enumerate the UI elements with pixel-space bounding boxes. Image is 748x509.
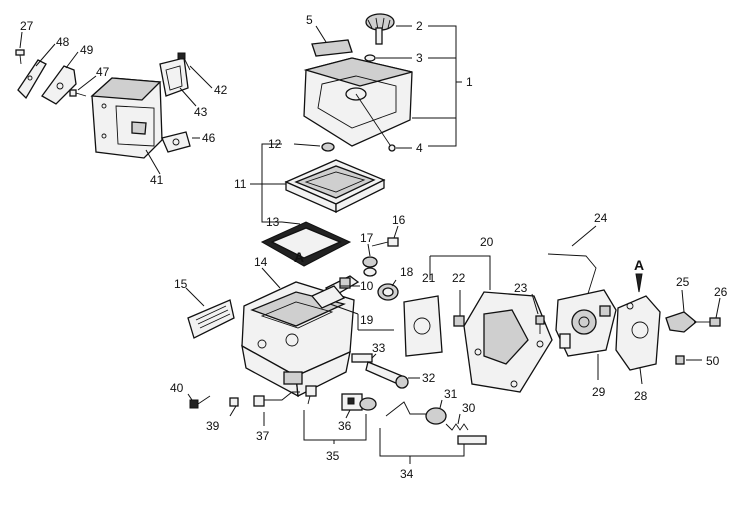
muffler-gasket-43 xyxy=(159,57,189,97)
gasket-28 xyxy=(615,295,661,385)
grommet-18 xyxy=(377,279,399,301)
wire-37 xyxy=(253,391,300,426)
callout-13: 13 xyxy=(266,215,280,229)
callout-21: 21 xyxy=(422,271,436,285)
fuel-line-24 xyxy=(547,225,597,301)
screw-26 xyxy=(694,297,721,327)
screw-22 xyxy=(453,290,465,327)
air-filter-cover xyxy=(303,57,413,149)
callout-32: 32 xyxy=(422,371,436,385)
callout-31: 31 xyxy=(444,387,458,401)
callout-18: 18 xyxy=(400,265,414,279)
gasket-21 xyxy=(403,295,443,357)
callout-34: 34 xyxy=(400,467,414,481)
screw-40 xyxy=(187,393,211,409)
callout-42: 42 xyxy=(214,83,228,97)
callout-36: 36 xyxy=(338,419,352,433)
pin-32 xyxy=(365,361,420,389)
callout-39: 39 xyxy=(206,419,220,433)
carburetor-box-assembly xyxy=(185,225,420,444)
callout-37: 37 xyxy=(256,429,270,443)
pin-33 xyxy=(351,353,377,363)
screw-16 xyxy=(371,225,399,247)
grommet-36 xyxy=(359,397,377,411)
reference-mark-a-right: A xyxy=(634,257,644,273)
callout-22: 22 xyxy=(452,271,466,285)
callout-29: 29 xyxy=(592,385,606,399)
callout-33: 33 xyxy=(372,341,386,355)
callout-1: 1 xyxy=(466,75,473,89)
nut-12 xyxy=(321,142,335,152)
spring-30 xyxy=(445,413,469,431)
carburetor-29 xyxy=(555,289,617,380)
plate-15 xyxy=(185,287,235,339)
screw-23 xyxy=(531,293,545,334)
callout-2: 2 xyxy=(416,19,423,33)
callout-16: 16 xyxy=(392,213,406,227)
callout-5: 5 xyxy=(306,13,313,27)
callout-28: 28 xyxy=(634,389,648,403)
label-5 xyxy=(311,39,353,57)
callout-41: 41 xyxy=(150,173,164,187)
callout-47: 47 xyxy=(96,65,110,79)
gasket-13 xyxy=(260,221,352,267)
o-ring-3 xyxy=(364,54,376,62)
callout-40: 40 xyxy=(170,381,184,395)
choke-lever-25 xyxy=(665,289,698,333)
callout-23: 23 xyxy=(514,281,528,295)
muffler-gasket-49 xyxy=(41,65,77,105)
callout-30: 30 xyxy=(462,401,476,415)
pin-50 xyxy=(675,355,702,365)
carburetor-assembly xyxy=(547,225,721,385)
callout-26: 26 xyxy=(714,285,728,299)
callout-24: 24 xyxy=(594,211,608,225)
reference-arrow-right xyxy=(635,273,643,293)
screw-47 xyxy=(69,75,97,97)
callout-labels: 2 3 1 4 5 12 11 13 14 15 16 17 18 10 19 … xyxy=(20,13,728,481)
grommet-31 xyxy=(425,399,447,425)
callout-14: 14 xyxy=(254,255,268,269)
pin-34 xyxy=(457,435,487,445)
gasket-46 xyxy=(161,131,191,153)
callout-11: 11 xyxy=(234,177,247,191)
air-filter-cover-assembly xyxy=(303,13,462,152)
fuel-pickup-assembly xyxy=(379,399,487,464)
callout-49: 49 xyxy=(80,43,94,57)
reference-mark-a-left: A xyxy=(294,249,304,265)
air-filter-assembly xyxy=(250,142,386,267)
switch-35 xyxy=(303,385,367,444)
callout-19: 19 xyxy=(360,313,374,327)
callout-17: 17 xyxy=(360,231,374,245)
callout-20: 20 xyxy=(480,235,494,249)
grommet-17 xyxy=(362,243,378,277)
insulator-20 xyxy=(463,291,553,393)
knob-2 xyxy=(365,13,412,45)
pin-4 xyxy=(388,144,396,152)
intake-assembly xyxy=(403,255,553,393)
callout-15: 15 xyxy=(174,277,188,291)
callout-43: 43 xyxy=(194,105,208,119)
callout-25: 25 xyxy=(676,275,690,289)
callout-50: 50 xyxy=(706,354,720,368)
callout-10: 10 xyxy=(360,279,374,293)
callout-48: 48 xyxy=(56,35,70,49)
callout-27: 27 xyxy=(20,19,34,33)
muffler-assembly xyxy=(15,31,213,175)
muffler-body-41 xyxy=(90,77,163,175)
callout-12: 12 xyxy=(268,137,282,151)
callout-46: 46 xyxy=(202,131,216,145)
screw-42 xyxy=(177,52,213,89)
callout-35: 35 xyxy=(326,449,340,463)
air-filter-element-11 xyxy=(262,159,386,214)
callout-4: 4 xyxy=(416,141,423,155)
lever-19 xyxy=(310,285,394,331)
nut-39 xyxy=(229,397,239,417)
screw-27 xyxy=(15,31,25,65)
callout-3: 3 xyxy=(416,51,423,65)
fuel-pipe xyxy=(385,401,434,417)
plate-36 xyxy=(341,393,363,419)
